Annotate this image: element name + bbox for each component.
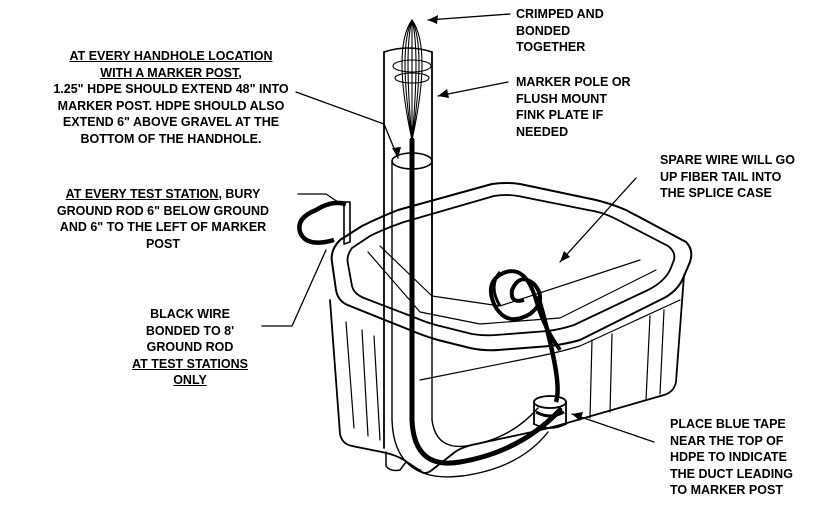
leader-test-station: [297, 193, 345, 207]
box-wall-rib-4: [589, 339, 593, 419]
leader-crimped: [427, 13, 511, 21]
label-marker-pole-line-4: NEEDED: [516, 124, 569, 139]
leader-spare-wire: [559, 177, 637, 263]
label-test-station-line-3: AND 6" TO THE LEFT OF MARKER: [59, 220, 267, 234]
hdpe-bend-inner: [431, 407, 539, 448]
ground-rod: [343, 201, 351, 245]
label-crimped-line-3: TOGETHER: [516, 40, 586, 54]
box-outer-left-wall: [329, 299, 423, 473]
label-black-wire-line-4: AT TEST STATIONS: [132, 356, 248, 371]
label-spare-wire: SPARE WIRE WILL GO UP FIBER TAIL INTO TH…: [660, 152, 795, 202]
label-test-station-line-2: GROUND ROD 6" BELOW GROUND: [56, 203, 270, 218]
box-wall-rib-5: [609, 333, 613, 413]
label-black-wire-line-1: BLACK WIRE: [150, 307, 230, 321]
label-black-wire-line-3: GROUND ROD: [146, 340, 234, 354]
leader-blue-tape: [571, 413, 655, 443]
label-crimped-line-1: CRIMPED AND: [516, 7, 604, 21]
label-test-station-underlined: AT EVERY TEST STATION: [65, 187, 219, 201]
label-handhole-line-5: EXTEND 6" ABOVE GRAVEL AT THE: [62, 115, 280, 129]
label-blue-tape-line-5: TO MARKER POST: [670, 483, 783, 497]
arrowhead-crimped: [428, 15, 438, 24]
label-marker-pole-line-3: FINK PLATE IF: [516, 108, 604, 122]
box-wall-rib-7: [659, 309, 665, 395]
box-bottom-notch: [385, 451, 407, 472]
label-test-station-rest: , BURY: [218, 187, 261, 201]
box-rim-lip: [367, 251, 657, 325]
label-blue-tape: PLACE BLUE TAPE NEAR THE TOP OF HDPE TO …: [670, 416, 793, 499]
black-wire-through-duct: [409, 137, 563, 466]
label-crimped: CRIMPED AND BONDED TOGETHER: [516, 6, 604, 56]
box-base-line: [419, 299, 681, 381]
black-wire-to-ground-rod: [297, 200, 347, 245]
label-blue-tape-line-2: NEAR THE TOP OF: [670, 433, 784, 448]
label-blue-tape-line-4: THE DUCT LEADING: [670, 466, 793, 481]
label-handhole-line-2: WITH A MARKER POST,: [100, 65, 242, 80]
arrowhead-marker-pole: [438, 89, 449, 98]
box-rim-inner: [346, 194, 676, 337]
label-spare-wire-line-3: THE SPLICE CASE: [660, 186, 772, 200]
label-crimped-line-2: BONDED: [516, 23, 571, 38]
label-handhole-line-4: MARKER POST. HDPE SHOULD ALSO: [57, 98, 285, 113]
label-blue-tape-line-1: PLACE BLUE TAPE: [670, 417, 786, 431]
box-wall-rib-1: [345, 321, 355, 429]
label-marker-pole-line-2: FLUSH MOUNT: [516, 91, 607, 106]
box-wall-rib-3: [373, 335, 381, 441]
blue-tape-riser: [533, 395, 567, 429]
box-outer-right-wall: [419, 274, 685, 474]
label-test-station-line-4: POST: [145, 236, 181, 251]
box-rim-lip-2: [379, 245, 641, 307]
label-handhole-line-1: AT EVERY HANDHOLE LOCATION: [69, 49, 273, 63]
label-marker-pole: MARKER POLE OR FLUSH MOUNT FINK PLATE IF…: [516, 74, 631, 140]
label-spare-wire-line-2: UP FIBER TAIL INTO: [660, 169, 782, 184]
box-rim-outer: [330, 182, 693, 352]
spare-wire-coil: [489, 269, 562, 403]
label-black-wire: BLACK WIRE BONDED TO 8' GROUND ROD AT TE…: [120, 306, 260, 389]
leader-black-wire: [261, 249, 327, 327]
arrowhead-spare-wire: [560, 251, 570, 262]
label-black-wire-line-2: BONDED TO 8': [145, 323, 235, 338]
label-handhole-line-6: BOTTOM OF THE HANDHOLE.: [80, 131, 262, 146]
arrowhead-handhole: [392, 147, 401, 158]
label-marker-pole-line-1: MARKER POLE OR: [516, 75, 631, 89]
label-black-wire-line-5: ONLY: [173, 373, 207, 387]
arrowhead-blue-tape: [572, 412, 583, 421]
label-blue-tape-line-3: HDPE TO INDICATE: [670, 450, 787, 464]
label-handhole-line-3: 1.25" HDPE SHOULD EXTEND 48" INTO: [53, 82, 289, 96]
label-spare-wire-line-1: SPARE WIRE WILL GO: [660, 153, 795, 167]
box-wall-rib-2: [361, 329, 369, 437]
label-handhole: AT EVERY HANDHOLE LOCATION WITH A MARKER…: [26, 48, 316, 147]
label-test-station: AT EVERY TEST STATION, BURY GROUND ROD 6…: [30, 186, 296, 252]
leader-handhole: [295, 91, 399, 159]
leader-marker-pole: [437, 81, 509, 97]
hdpe-bend-outer: [391, 419, 549, 478]
box-wall-rib-6: [645, 315, 651, 401]
crimped-wire-bundle: [392, 19, 432, 141]
label-test-station-line-1: AT EVERY TEST STATION, BURY: [30, 186, 296, 203]
